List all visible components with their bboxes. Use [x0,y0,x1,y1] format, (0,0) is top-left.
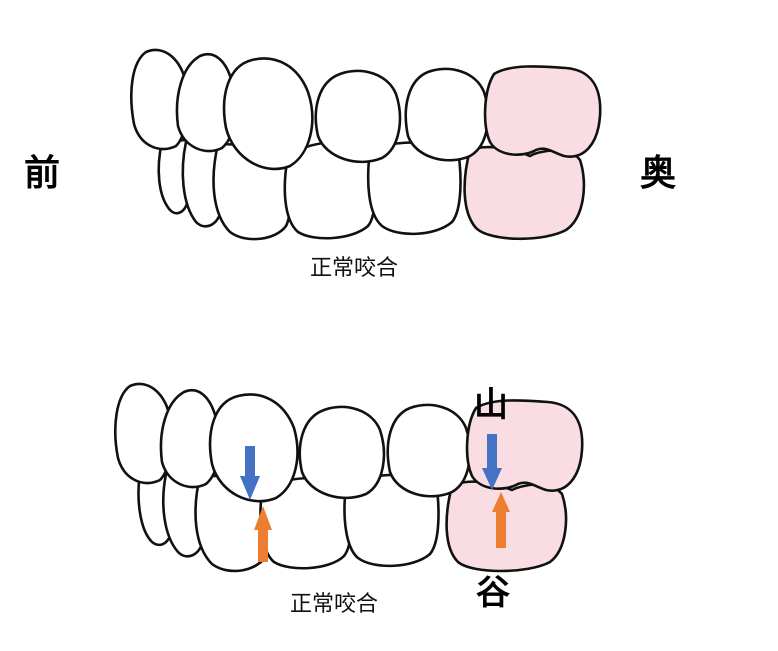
upper-molar [483,65,602,158]
back-label: 奥 [640,153,677,194]
upper-tooth [298,405,386,500]
upper-tooth [314,69,402,164]
up-arrow-icon [492,492,510,548]
upper-tooth [222,57,314,171]
caption-top: 正常咬合 [310,256,399,281]
lower-illustration [114,382,584,573]
down-arrow-icon [482,434,502,490]
caption-bottom: 正常咬合 [290,592,379,617]
upper-tooth [386,403,472,498]
peak-label: 山 [474,385,508,425]
upper-tooth [130,48,189,151]
front-label: 前 [24,153,61,194]
upper-tooth [114,382,173,485]
valley-label: 谷 [476,573,510,613]
upper-tooth [159,389,221,489]
upper-tooth [404,67,490,162]
upper-illustration [130,48,602,241]
lower-molar [445,480,568,573]
down-arrow-icon [240,446,260,500]
lower-molar [463,145,586,241]
up-arrow-icon [254,506,272,562]
upper-tooth [175,53,237,153]
